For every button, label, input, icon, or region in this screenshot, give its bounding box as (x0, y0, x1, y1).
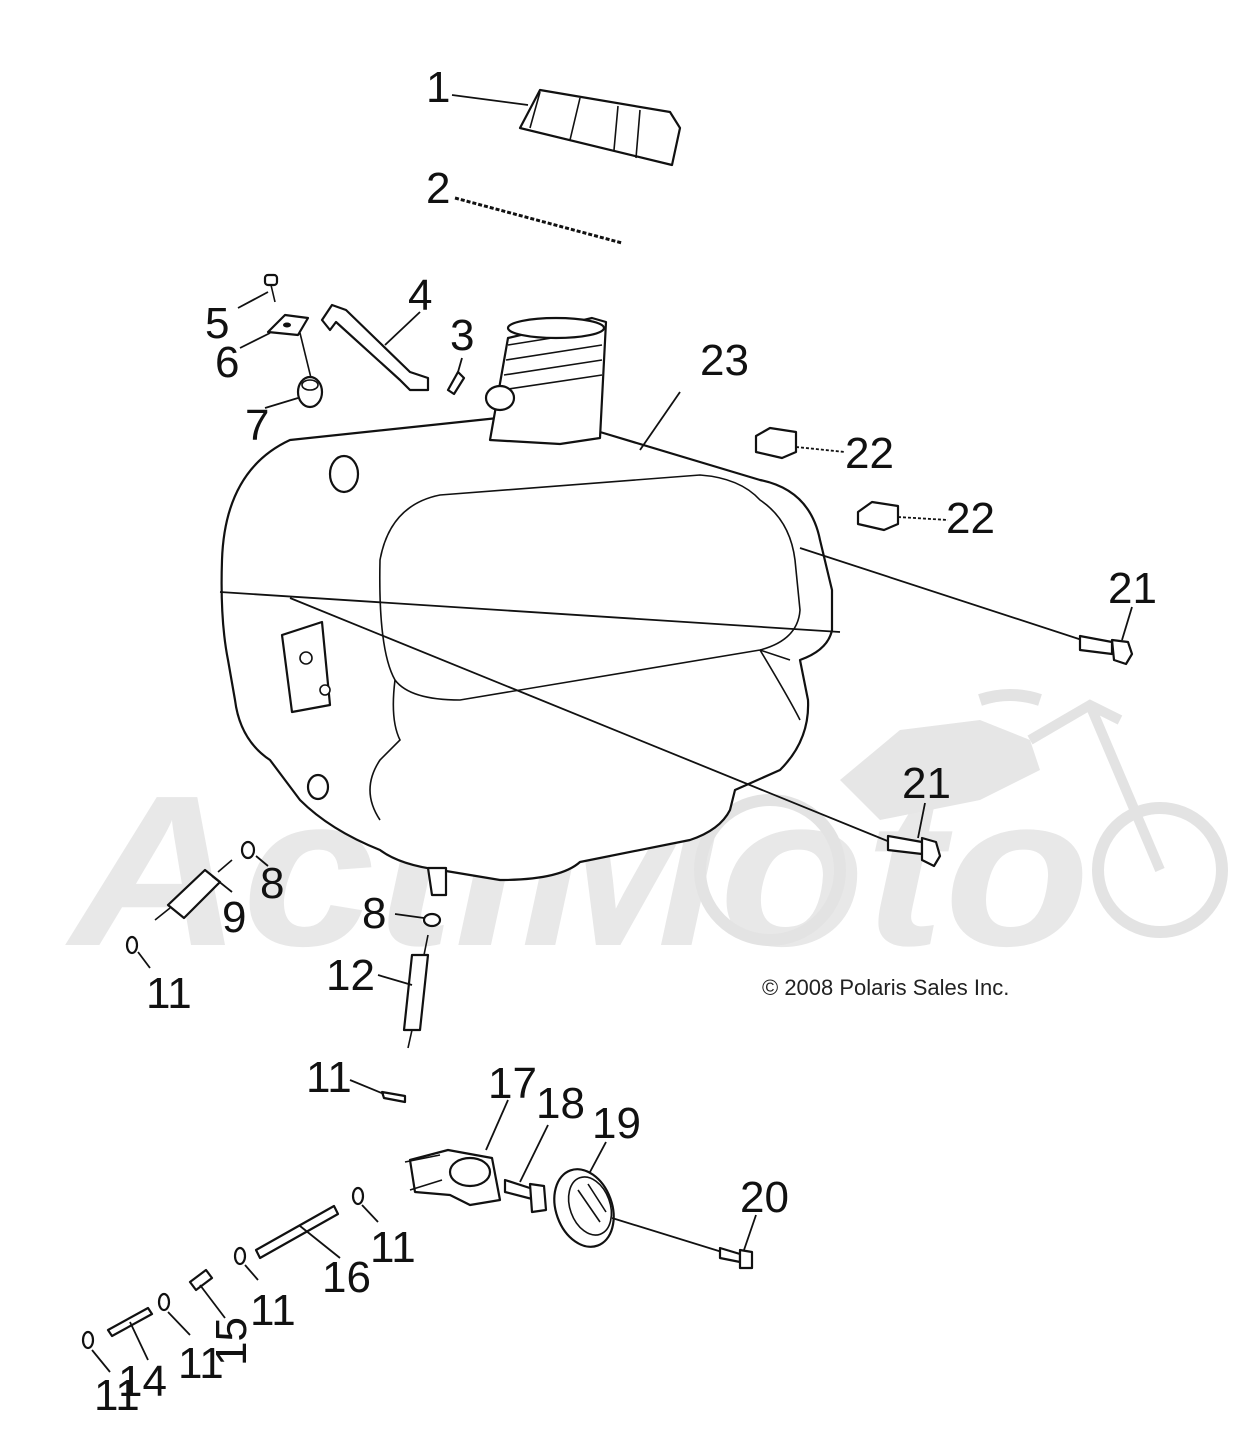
copyright-notice: © 2008 Polaris Sales Inc. (762, 975, 1009, 1000)
part-23-fuel-tank[interactable] (220, 316, 834, 897)
part-19-cap[interactable] (544, 1161, 624, 1255)
part-11-clip-f[interactable] (81, 1330, 95, 1350)
callout-16: 16 (322, 1253, 371, 1302)
callout-8a: 8 (260, 859, 284, 908)
callout-21b: 21 (902, 759, 951, 808)
callout-21a: 21 (1108, 564, 1157, 613)
part-11-clip-a[interactable] (125, 935, 139, 955)
part-5-screw[interactable] (263, 273, 279, 303)
callout-11b: 11 (306, 1053, 352, 1102)
callout-7: 7 (245, 401, 269, 450)
watermark-motorcycle (694, 689, 1228, 946)
part-11-clip-b[interactable] (380, 1090, 407, 1104)
part-6-washer[interactable] (266, 313, 310, 337)
callout-8b: 8 (362, 889, 386, 938)
part-21-bolt-upper[interactable] (799, 547, 1134, 666)
part-11-clip-c[interactable] (351, 1186, 365, 1206)
part-2-strap[interactable] (454, 196, 623, 245)
part-7-grommet[interactable] (296, 375, 324, 409)
callout-19: 19 (592, 1099, 641, 1148)
part-8-clamp-left[interactable] (240, 840, 256, 860)
callout-11e: 11 (178, 1339, 224, 1388)
callout-15: 15 (207, 1317, 256, 1366)
part-3-clip[interactable] (446, 370, 466, 396)
part-18-screw[interactable] (503, 1178, 548, 1214)
part-20-bolt[interactable] (611, 1217, 754, 1270)
part-17-fuel-valve[interactable] (404, 1148, 502, 1207)
part-12-inline-filter[interactable] (402, 934, 430, 1049)
part-15-connector[interactable] (188, 1268, 214, 1292)
callout-18: 18 (536, 1079, 585, 1128)
callout-1: 1 (426, 63, 450, 112)
callout-2: 2 (426, 164, 450, 213)
callout-5: 5 (205, 299, 229, 348)
callout-23: 23 (700, 336, 749, 385)
part-11-clip-e[interactable] (157, 1292, 171, 1312)
callout-9: 9 (222, 893, 246, 942)
callout-17: 17 (488, 1059, 537, 1108)
callout-11a: 11 (146, 969, 192, 1018)
part-1-pad[interactable] (518, 88, 682, 167)
callout-12: 12 (326, 951, 375, 1000)
callout-4: 4 (408, 271, 432, 320)
callout-22b: 22 (946, 494, 995, 543)
callout-3: 3 (450, 311, 474, 360)
callout-22a: 22 (845, 429, 894, 478)
part-8-clamp-center[interactable] (422, 912, 442, 928)
part-21-bolt-lower[interactable] (289, 597, 942, 868)
callout-11d: 11 (250, 1286, 296, 1335)
part-11-clip-d[interactable] (233, 1246, 247, 1266)
callout-11c: 11 (370, 1223, 416, 1272)
part-16-hose[interactable] (254, 1204, 340, 1260)
part-22-pad-lower[interactable] (856, 500, 949, 532)
callout-14: 14 (118, 1357, 167, 1406)
callout-20: 20 (740, 1173, 789, 1222)
callout-11f: 11 (94, 1371, 140, 1420)
callout-6: 6 (215, 338, 239, 387)
part-4-vent-hose[interactable] (320, 303, 430, 392)
part-22-pad-upper[interactable] (754, 426, 846, 460)
